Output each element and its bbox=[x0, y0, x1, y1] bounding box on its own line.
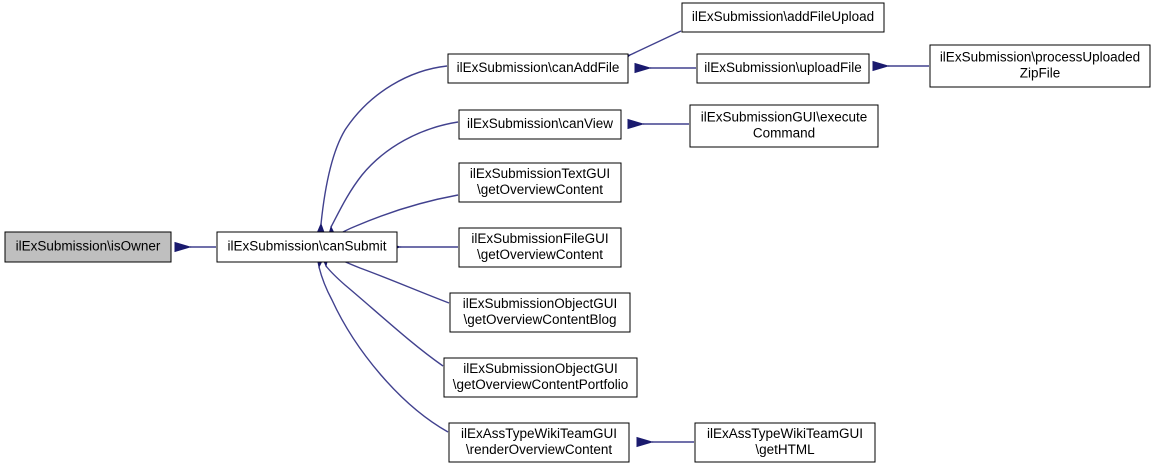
arrowhead-icon bbox=[174, 241, 192, 253]
node-box[interactable] bbox=[449, 292, 631, 333]
node-label: ilExSubmissionObjectGUI bbox=[463, 361, 618, 376]
graph-node-wikiTeamRender[interactable]: ilExAssTypeWikiTeamGUI\renderOverviewCon… bbox=[448, 422, 630, 463]
node-label: \getOverviewContentBlog bbox=[463, 312, 616, 327]
edge-line bbox=[325, 265, 444, 367]
arrowhead-icon bbox=[627, 118, 645, 130]
call-edge-wikiTeamRender-to-canSubmit bbox=[315, 252, 449, 433]
edge-line bbox=[330, 121, 459, 228]
node-label: ilExSubmission\canAddFile bbox=[457, 60, 620, 75]
node-label: ilExSubmission\uploadFile bbox=[704, 60, 862, 75]
edge-line bbox=[336, 257, 450, 304]
graph-node-uploadFile[interactable]: ilExSubmission\uploadFile bbox=[696, 53, 870, 84]
node-box[interactable] bbox=[216, 231, 398, 263]
node-box[interactable] bbox=[696, 53, 870, 84]
node-box[interactable] bbox=[694, 422, 876, 463]
node-box[interactable] bbox=[681, 2, 885, 33]
edge-line bbox=[318, 266, 449, 433]
edge-line bbox=[320, 65, 448, 225]
node-label: \getOverviewContent bbox=[477, 247, 603, 262]
call-edge-wikiTeamGetHtml-to-wikiTeamRender bbox=[636, 436, 694, 448]
call-edge-canAddFile-to-canSubmit bbox=[314, 65, 448, 239]
node-label: \getOverviewContentPortfolio bbox=[453, 377, 629, 392]
node-label: ilExSubmission\isOwner bbox=[16, 239, 161, 254]
node-box[interactable] bbox=[929, 44, 1151, 88]
graph-node-isOwner[interactable]: ilExSubmission\isOwner bbox=[4, 231, 172, 263]
nodes-layer: ilExSubmission\isOwner ilExSubmission\can… bbox=[4, 2, 1151, 463]
node-label: \renderOverviewContent bbox=[466, 442, 613, 457]
graph-node-objectGuiPortfolio[interactable]: ilExSubmissionObjectGUI\getOverviewConte… bbox=[443, 357, 638, 398]
node-label: \getHTML bbox=[755, 442, 815, 457]
node-label: ZipFile bbox=[1020, 66, 1061, 81]
call-edge-guiExecuteCommand-to-canView bbox=[627, 118, 689, 130]
node-box[interactable] bbox=[689, 104, 879, 148]
edge-line bbox=[629, 30, 682, 56]
node-label: ilExSubmission\canSubmit bbox=[227, 239, 386, 254]
call-edge-processUploadedZipFile-to-uploadFile bbox=[872, 60, 929, 72]
call-edge-objectGuiPortfolio-to-canSubmit bbox=[319, 248, 444, 367]
arrowhead-icon bbox=[636, 436, 654, 448]
node-label: \getOverviewContent bbox=[477, 182, 603, 197]
node-label: ilExSubmissionGUI\execute bbox=[701, 110, 868, 125]
edge-line bbox=[333, 194, 459, 238]
node-box[interactable] bbox=[447, 53, 629, 84]
node-label: ilExSubmission\canView bbox=[467, 116, 613, 131]
node-box[interactable] bbox=[458, 109, 622, 140]
node-box[interactable] bbox=[448, 422, 630, 463]
call-edge-canView-to-canSubmit bbox=[326, 121, 459, 242]
graph-node-canSubmit[interactable]: ilExSubmission\canSubmit bbox=[216, 231, 398, 263]
node-box[interactable] bbox=[443, 357, 638, 398]
graph-node-textGuiOverview[interactable]: ilExSubmissionTextGUI\getOverviewContent bbox=[458, 162, 622, 203]
graph-node-fileGuiOverview[interactable]: ilExSubmissionFileGUI\getOverviewContent bbox=[458, 227, 622, 268]
node-label: ilExSubmissionTextGUI bbox=[470, 166, 610, 181]
graph-node-canAddFile[interactable]: ilExSubmission\canAddFile bbox=[447, 53, 629, 84]
node-label: Command bbox=[753, 126, 815, 141]
node-label: ilExSubmission\processUploaded bbox=[940, 50, 1140, 65]
graph-node-addFileUpload[interactable]: ilExSubmission\addFileUpload bbox=[681, 2, 885, 33]
call-edge-uploadFile-to-canAddFile bbox=[634, 62, 696, 74]
node-label: ilExSubmissionObjectGUI bbox=[463, 296, 618, 311]
arrowhead-icon bbox=[872, 60, 890, 72]
node-box[interactable] bbox=[458, 227, 622, 268]
node-label: ilExSubmission\addFileUpload bbox=[692, 9, 874, 24]
graph-node-canView[interactable]: ilExSubmission\canView bbox=[458, 109, 622, 140]
node-label: ilExAssTypeWikiTeamGUI bbox=[461, 426, 617, 441]
node-box[interactable] bbox=[458, 162, 622, 203]
graph-node-objectGuiBlog[interactable]: ilExSubmissionObjectGUI\getOverviewConte… bbox=[449, 292, 631, 333]
call-edge-canSubmit-to-isOwner bbox=[174, 241, 216, 253]
graph-node-wikiTeamGetHtml[interactable]: ilExAssTypeWikiTeamGUI\getHTML bbox=[694, 422, 876, 463]
arrowhead-icon bbox=[634, 62, 652, 74]
node-box[interactable] bbox=[4, 231, 172, 263]
node-label: ilExSubmissionFileGUI bbox=[471, 231, 608, 246]
node-label: ilExAssTypeWikiTeamGUI bbox=[707, 426, 863, 441]
